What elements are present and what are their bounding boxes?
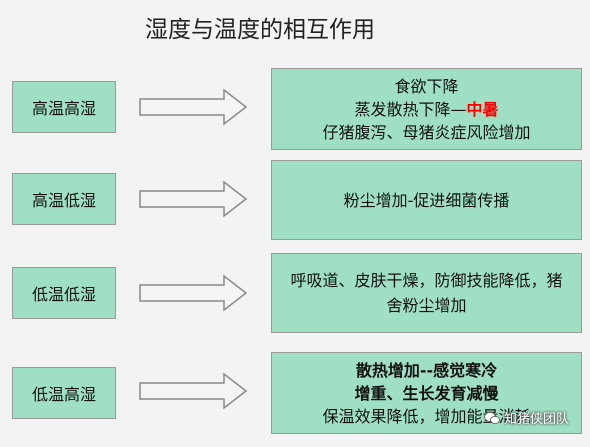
arrow-right-icon [139,274,248,312]
effect-line: 保温效果降低，增加能量消耗 [322,406,531,426]
effect-paragraph: 呼吸道、皮肤干燥，防御技能降低，猪舍粉尘增加 [290,271,563,315]
effect-box-low-temp-high-humidity: 散热增加--感觉寒冷 增重、生长发育减慢 保温效果降低，增加能量消耗 [271,352,582,434]
watermark-text: 知猪侠团队 [504,412,570,427]
effect-line: 仔猪腹泻、母猪炎症风险增加 [322,122,531,142]
watermark: 知猪侠团队 [484,408,569,427]
diagram-title: 湿度与温度的相互作用 [145,17,375,43]
condition-low-temp-high-humidity: 低温高湿 [12,367,116,419]
condition-high-temp-low-humidity: 高温低湿 [12,173,116,225]
chat-bubble-icon [484,411,500,424]
effect-line: 散热增加--感觉寒冷 [355,360,498,380]
effect-line: 增重、生长发育减慢 [354,383,499,403]
condition-low-temp-low-humidity: 低温低湿 [12,267,116,319]
effect-box-low-temp-low-humidity: 呼吸道、皮肤干燥，防御技能降低，猪舍粉尘增加 [271,253,582,333]
effect-box-high-temp-low-humidity: 粉尘增加-促进细菌传播 [271,160,582,240]
arrow-right-icon [139,180,248,218]
effect-line: 粉尘增加-促进细菌传播 [343,190,510,210]
effect-line: 食欲下降 [394,76,459,96]
effect-box-high-temp-high-humidity: 食欲下降 蒸发散热下降—中暑 仔猪腹泻、母猪炎症风险增加 [271,68,582,150]
effect-line: 蒸发散热下降—中暑 [354,99,499,119]
arrow-right-icon [139,372,248,410]
heatstroke-highlight: 中暑 [466,99,499,119]
arrow-right-icon [139,88,248,126]
condition-high-temp-high-humidity: 高温高湿 [12,81,116,133]
